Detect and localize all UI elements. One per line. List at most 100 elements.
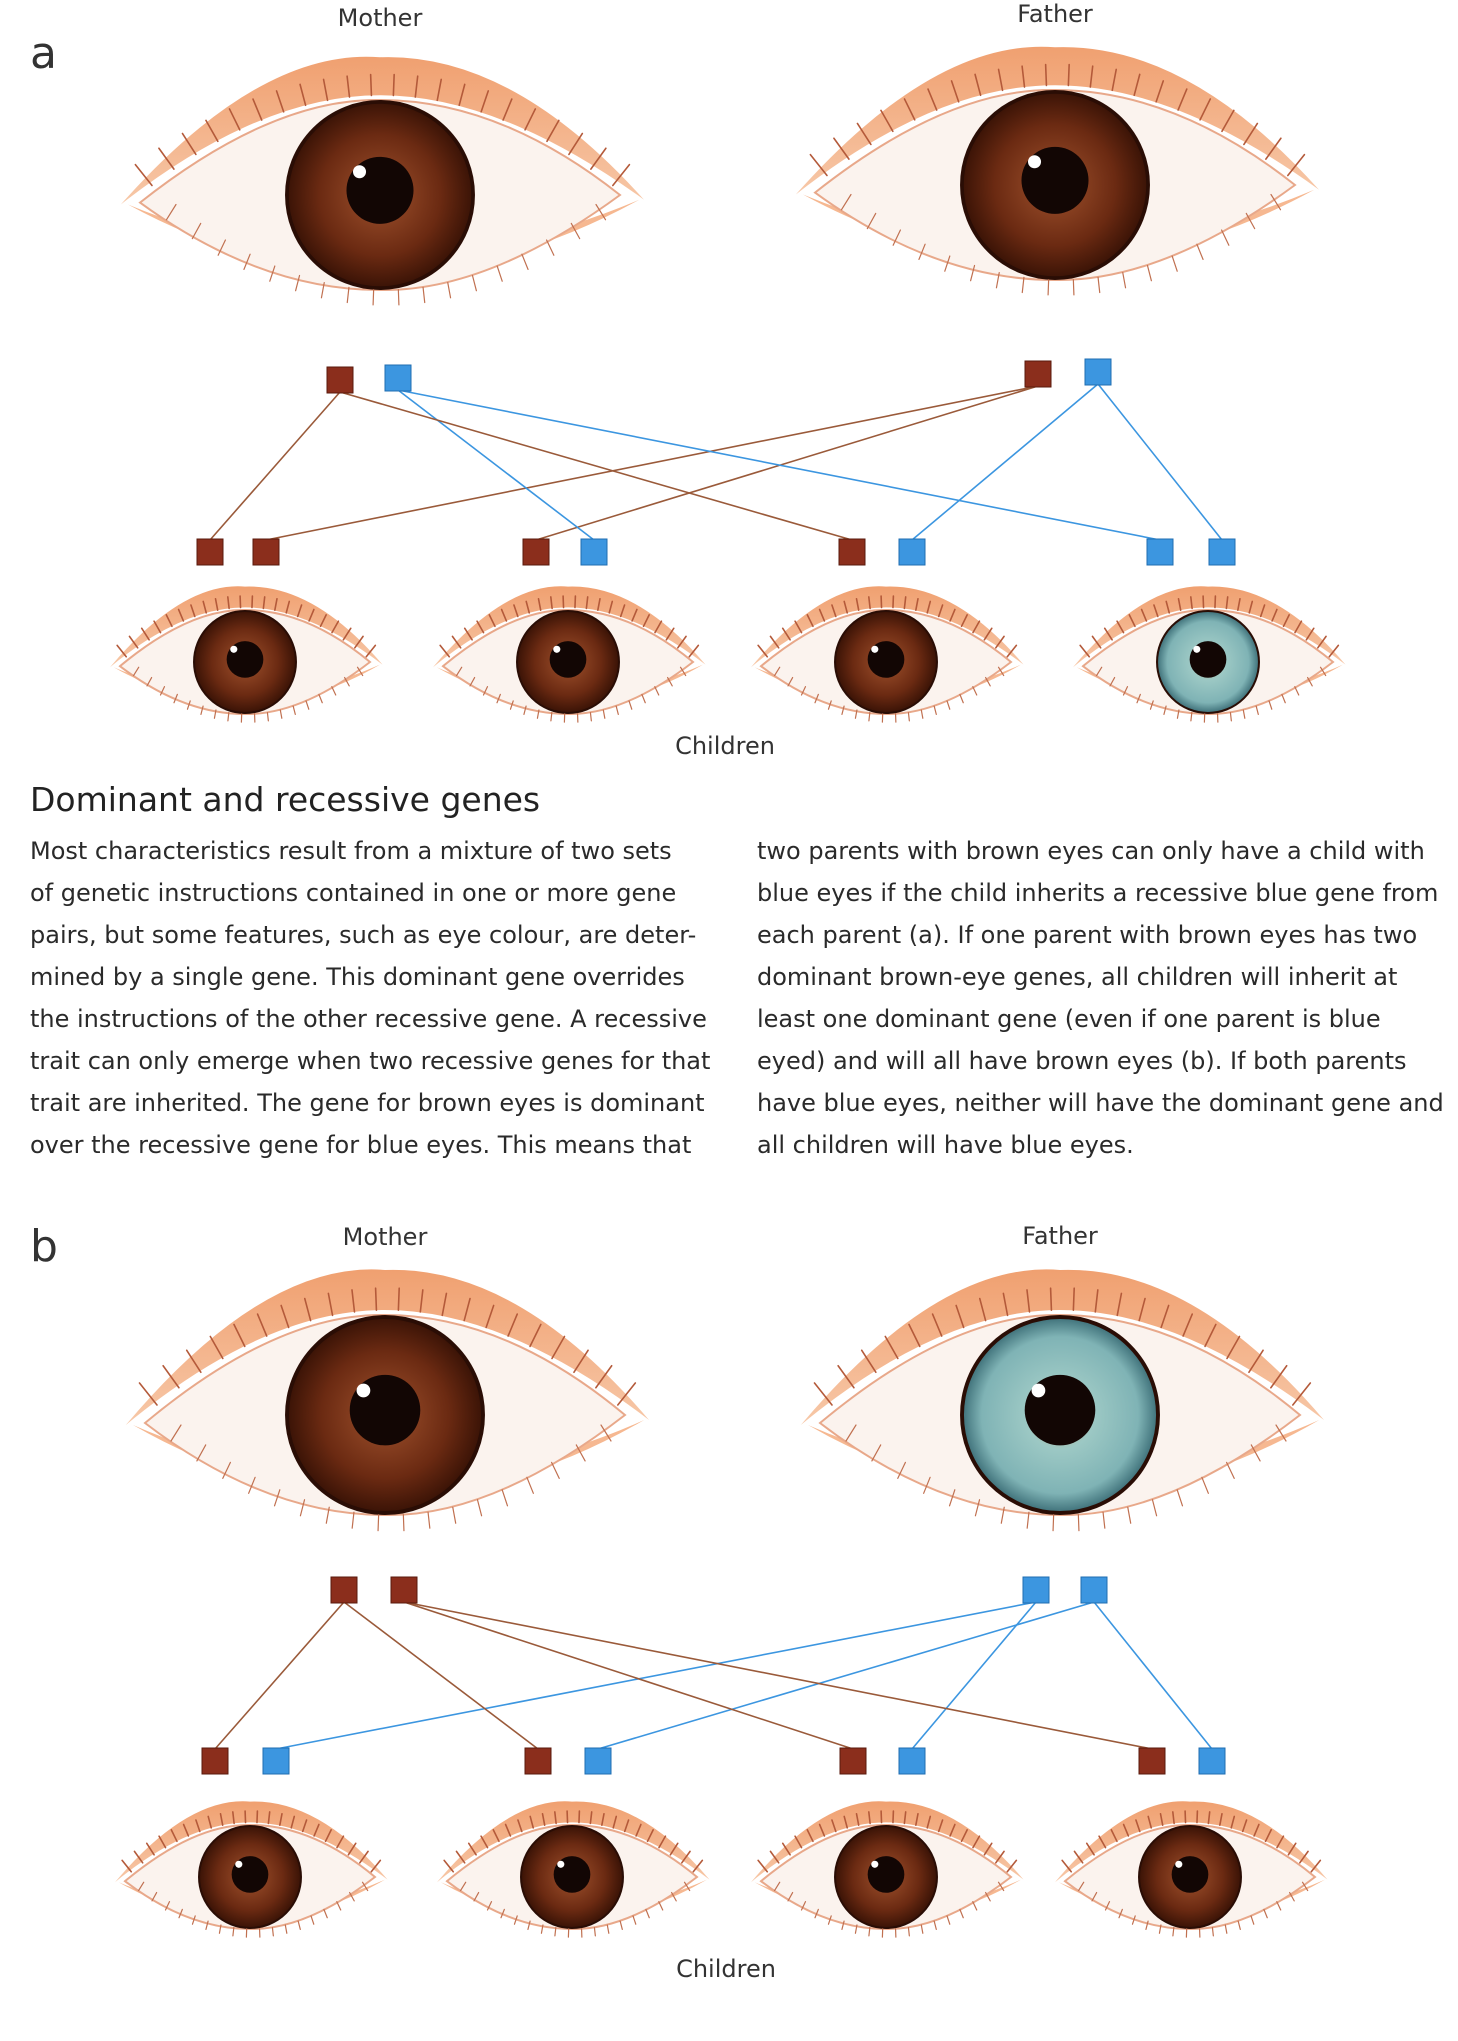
lower-eyelash (243, 253, 251, 271)
lower-eyelash (527, 1920, 531, 1930)
eyelash (279, 1812, 283, 1827)
lower-eyelash (346, 286, 350, 304)
inheritance-line (403, 1601, 1153, 1750)
lower-eyelash (920, 1924, 924, 1934)
blue-gene-square (1022, 1576, 1050, 1604)
eyelash (1111, 68, 1118, 92)
eyelash (806, 614, 814, 628)
eyelash (1226, 1335, 1241, 1360)
lower-eyelash (1097, 276, 1101, 294)
lower-eyelash (402, 1514, 405, 1532)
eyelash (227, 596, 230, 610)
lower-eyelash (619, 1920, 623, 1930)
lower-eyelash (377, 1514, 380, 1532)
lower-eyelash (1229, 711, 1232, 722)
eyelash (1248, 600, 1254, 614)
eyelash (1282, 614, 1290, 628)
lower-eyelash (868, 711, 871, 722)
eyelash (1287, 153, 1306, 177)
lower-eyelash (840, 193, 852, 211)
lower-eyelash (299, 1499, 306, 1517)
lower-eyelash (205, 1920, 209, 1930)
lower-eyelash (854, 709, 858, 719)
eyelash (134, 163, 153, 187)
inheritance-line (214, 1601, 345, 1750)
eyelash (809, 153, 828, 177)
lower-eyelash (266, 711, 269, 722)
eyelash (541, 1812, 546, 1827)
mother-label: Mother (337, 4, 423, 32)
eyelash (285, 600, 291, 614)
lower-eyelash (292, 705, 296, 715)
eyelash (1091, 635, 1102, 649)
text-line: two parents with brown eyes can only hav… (757, 837, 1425, 865)
child-eye (437, 1801, 710, 1938)
lower-eyelash (1301, 1881, 1309, 1892)
lower-eyelash (222, 1461, 232, 1479)
eyelash (960, 1829, 968, 1843)
eyelash (884, 1335, 899, 1360)
eyelash (950, 80, 960, 103)
lower-eyelash (959, 1908, 964, 1919)
lower-eyelash (325, 1506, 330, 1524)
eyelash (1006, 644, 1018, 658)
lower-eyelash (191, 222, 202, 240)
eyelash (331, 620, 340, 634)
text-line: all children will have blue eyes. (757, 1131, 1134, 1159)
lower-eyelash (679, 666, 687, 677)
eyelash (1328, 644, 1340, 658)
eyelash (903, 98, 916, 121)
lower-eyelash (356, 666, 364, 677)
inheritance-line (597, 1601, 1095, 1750)
text-line: the instructions of the other recessive … (30, 1005, 707, 1033)
eyelash (525, 600, 531, 614)
lower-eyelash (1220, 229, 1230, 246)
eyelash (262, 596, 266, 610)
eyelash (162, 1364, 180, 1389)
eye-highlight (1028, 155, 1042, 169)
lower-eyelash (923, 1476, 931, 1494)
lower-eyelash (271, 1926, 274, 1937)
lower-eyelash (671, 1891, 677, 1902)
lower-eyelash (351, 1511, 355, 1529)
lower-eyelash (273, 1489, 281, 1507)
lower-eyelash (933, 705, 937, 715)
brown-gene-square (524, 1747, 552, 1775)
eyelash (327, 1292, 334, 1317)
lower-eyelash (985, 1891, 991, 1902)
lower-eyelash (540, 1924, 544, 1934)
lower-eyelash (615, 705, 619, 715)
text-line: blue eyes if the child inherits a recess… (757, 879, 1439, 907)
upper-eyelid (437, 1801, 710, 1883)
eyelash (369, 73, 373, 97)
lower-eyelash (1201, 1476, 1209, 1494)
lower-eyelash (1211, 1926, 1214, 1937)
eyelash (190, 604, 196, 618)
lower-eyelash (1196, 243, 1204, 261)
eyelash (500, 608, 508, 622)
lower-eyelash (985, 676, 991, 687)
lower-eyelash (841, 1920, 845, 1930)
lower-eyelash (1158, 1924, 1162, 1934)
upper-eyelid (800, 1269, 1324, 1425)
eyelash (1276, 1835, 1285, 1849)
eyelash (1140, 608, 1148, 622)
lower-eyelash (593, 1926, 596, 1937)
eye-highlight (230, 645, 238, 653)
eyelash (513, 604, 519, 618)
eyelash (1172, 1811, 1175, 1825)
brown-gene-square (330, 1576, 358, 1604)
text-line: of genetic instructions contained in one… (30, 879, 677, 907)
eyelash (769, 1850, 780, 1864)
eyelash (831, 604, 837, 618)
lower-eyelash (995, 272, 1000, 289)
lower-eyelash (800, 1901, 807, 1911)
lower-eyelash (897, 1461, 907, 1479)
lower-eyelash (513, 1915, 518, 1925)
eyelash (1165, 600, 1171, 614)
lower-eyelash (509, 700, 514, 710)
eyelash (1182, 1313, 1194, 1337)
eyelash (658, 1835, 667, 1849)
eyelash (860, 1349, 877, 1374)
upper-eyelid (795, 46, 1319, 195)
